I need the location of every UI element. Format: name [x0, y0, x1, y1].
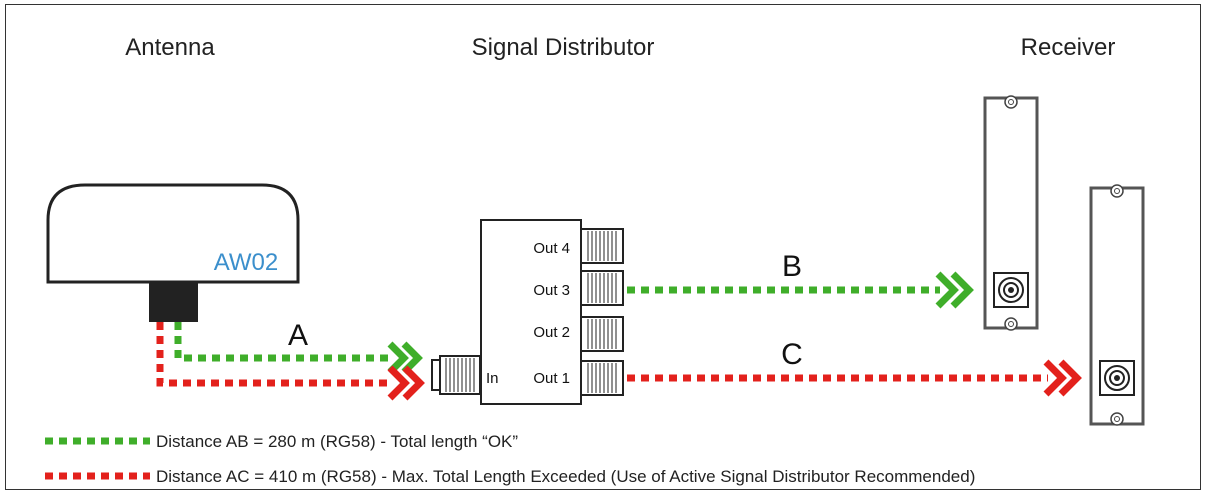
receiver-2-bnc-connector	[1099, 360, 1135, 396]
input-port-label: In	[486, 370, 499, 387]
output-connector-4	[580, 228, 624, 264]
antenna: AW02	[46, 183, 300, 322]
segment-b-label: B	[782, 250, 802, 283]
receiver-2-bottom-screw	[1110, 412, 1124, 426]
cable-a-red	[156, 322, 425, 401]
receiver-1-bnc-connector	[993, 272, 1029, 308]
segment-a-label: A	[288, 319, 308, 352]
segment-c-label: C	[781, 338, 803, 371]
output-connector-2	[580, 316, 624, 352]
antenna-title: Antenna	[125, 34, 215, 61]
signal-distributor: In Out 4 Out 3 Out 2 Out 1	[480, 219, 582, 405]
antenna-mount	[149, 282, 198, 322]
output-connector-3	[580, 270, 624, 306]
cable-b-green	[627, 271, 974, 309]
distributor-body	[480, 219, 582, 405]
input-connector	[431, 355, 481, 395]
diagram-frame	[5, 4, 1201, 490]
receiver-title: Receiver	[1021, 34, 1116, 61]
port-label-out-3: Out 3	[533, 282, 570, 299]
receiver-1-top-screw	[1004, 95, 1018, 109]
antenna-body	[46, 183, 300, 284]
receiver-1-bottom-screw	[1004, 317, 1018, 331]
distributor-title: Signal Distributor	[472, 34, 655, 61]
receiver-module-1	[983, 95, 1039, 331]
receiver-2-top-screw	[1110, 184, 1124, 198]
cable-c-red	[627, 359, 1082, 397]
port-label-out-1: Out 1	[533, 370, 570, 387]
legend-text-exceeded: Distance AC = 410 m (RG58) - Max. Total …	[156, 467, 975, 486]
antenna-model-label: AW02	[214, 249, 278, 276]
legend: Distance AB = 280 m (RG58) - Total lengt…	[45, 432, 975, 486]
port-label-out-4: Out 4	[533, 240, 570, 257]
legend-text-ok: Distance AB = 280 m (RG58) - Total lengt…	[156, 432, 518, 451]
output-connector-1	[580, 360, 624, 396]
receiver-module-2	[1089, 184, 1145, 426]
port-label-out-2: Out 2	[533, 324, 570, 341]
